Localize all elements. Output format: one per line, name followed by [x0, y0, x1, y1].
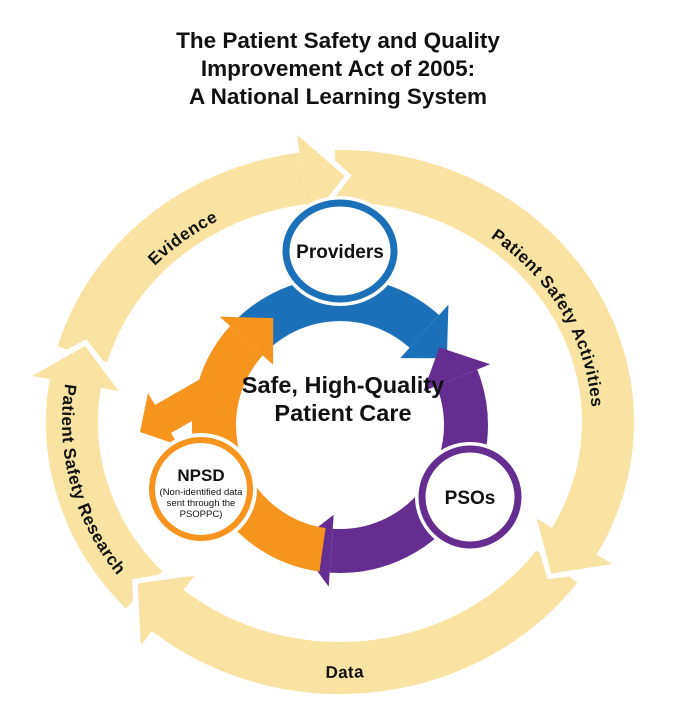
npsd-node: NPSD (Non-identified data sent through t… — [145, 433, 257, 545]
ring-label-data: Data — [325, 662, 364, 682]
outer-ring-segment — [57, 152, 307, 363]
title-line-2: Improvement Act of 2005: — [201, 56, 475, 81]
purple-up-arrowhead — [423, 347, 491, 392]
outer-ring-segment — [151, 550, 578, 694]
outer-ring-arrowhead — [297, 134, 345, 222]
blue-arrowhead — [400, 304, 449, 359]
psos-node-label: PSOs — [445, 488, 496, 509]
outer-ring-layer — [28, 130, 635, 694]
providers-node: Providers — [279, 196, 401, 306]
title-line-3: A National Learning System — [189, 84, 487, 109]
center-text-line-2: Patient Care — [274, 400, 411, 426]
providers-node-circle — [282, 199, 398, 303]
psos-node: PSOs — [415, 442, 525, 552]
ring-label-data-wrap: Data — [325, 662, 364, 682]
npsd-node-subtext-1: (Non-identified data — [160, 487, 244, 498]
outer-ring-arrowhead — [137, 575, 195, 646]
npsd-node-label: NPSD — [177, 466, 224, 485]
diagram-title: The Patient Safety and Quality Improveme… — [176, 28, 500, 109]
center-text: Safe, High-Quality Patient Care — [242, 372, 444, 426]
outer-ring-segment — [46, 379, 163, 609]
orange-up-arrowhead — [219, 316, 274, 365]
outer-ring-arrowhead — [31, 346, 119, 391]
providers-node-label: Providers — [296, 242, 384, 263]
npsd-node-subtext-2: sent through the — [167, 498, 236, 509]
center-text-line-1: Safe, High-Quality — [242, 372, 444, 398]
npsd-node-subtext-3: PSOPPC) — [180, 509, 223, 520]
psos-node-circle — [418, 445, 522, 549]
npsd-node-circle — [149, 437, 253, 541]
outer-ring-arrowhead — [536, 518, 613, 574]
title-line-1: The Patient Safety and Quality — [176, 28, 500, 53]
outer-ring-segment — [334, 149, 635, 555]
